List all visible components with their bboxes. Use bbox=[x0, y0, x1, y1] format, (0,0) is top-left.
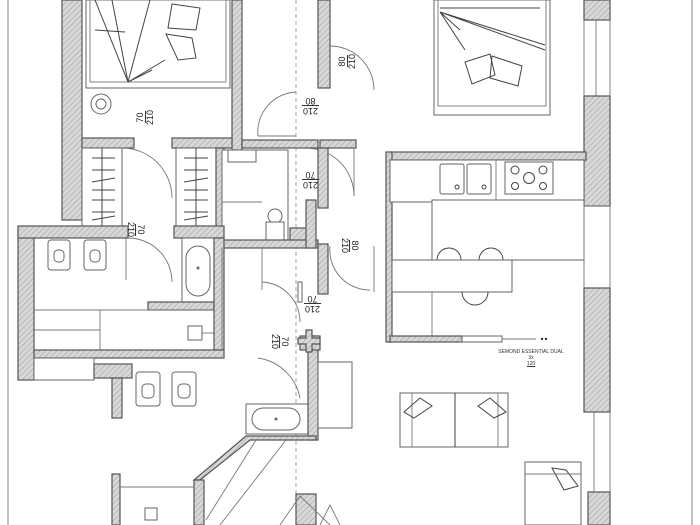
door-width: 80 bbox=[305, 96, 316, 106]
wall-corridor-east-top bbox=[317, 0, 331, 89]
shower-drain-icon bbox=[267, 208, 283, 224]
wardrobes bbox=[81, 137, 233, 229]
wall-kitchen-south bbox=[389, 335, 463, 343]
cushion-icon bbox=[551, 467, 579, 491]
door-height: 210 bbox=[302, 105, 320, 116]
column-cross bbox=[297, 329, 321, 353]
door-dimension-corridor-mid: 210 70 bbox=[302, 170, 320, 190]
radiator-note-line1: SEMOND ESSENTIAL DUAL 3x bbox=[498, 349, 564, 361]
door-dimension-bedroom2: 210 80 bbox=[302, 96, 320, 116]
door-dimension-bath2: 70 210 bbox=[270, 333, 291, 350]
wall-exterior-right-2 bbox=[583, 95, 611, 207]
radiator-note-line2: 120 bbox=[526, 361, 536, 367]
door-height: 210 bbox=[304, 303, 322, 314]
pillow-icon bbox=[165, 33, 197, 61]
utility-sink-icon bbox=[144, 507, 158, 521]
pillow-icon bbox=[464, 53, 496, 85]
armchair bbox=[524, 461, 582, 525]
breakfast-bar bbox=[391, 259, 513, 293]
door-dimension-bedroom1: 70 210 bbox=[135, 109, 156, 126]
wall-central-south bbox=[221, 239, 319, 249]
double-bed-left bbox=[85, 0, 231, 89]
door-width: 70 bbox=[305, 170, 316, 180]
bedroom-right bbox=[433, 0, 611, 207]
bathtub-icon bbox=[185, 245, 211, 297]
double-bed-right bbox=[433, 0, 551, 116]
sofa-3-seat bbox=[399, 392, 509, 448]
wall-exterior-right-4 bbox=[587, 491, 611, 525]
radiator-note: SEMOND ESSENTIAL DUAL 3x 120 bbox=[498, 349, 564, 367]
door-height: 210 bbox=[302, 179, 320, 190]
cushion-icon bbox=[403, 397, 433, 419]
door-swing-corridor-top bbox=[257, 91, 297, 137]
door-swing-corridor-low bbox=[261, 281, 301, 323]
utility-sink-icon bbox=[187, 325, 203, 341]
door-dimension-corridor-low: 210 70 bbox=[304, 294, 322, 314]
stool-icon bbox=[461, 291, 489, 306]
door-dimension-corridor-top: 80 210 bbox=[337, 53, 358, 70]
stool-icon bbox=[436, 247, 462, 261]
door-swing-bedroom-right bbox=[329, 45, 375, 91]
sink-bowl-left bbox=[439, 163, 465, 195]
stool-icon bbox=[478, 247, 504, 261]
door-dimension-kitchen: 80 210 bbox=[340, 237, 361, 254]
wall-corridor-west-top bbox=[231, 0, 243, 151]
door-width: 70 bbox=[135, 223, 147, 236]
door-swing-wardrobe bbox=[121, 147, 173, 199]
bathroom-1 bbox=[17, 225, 225, 381]
door-swing-bath1 bbox=[127, 237, 173, 283]
sink-bowl-right bbox=[466, 163, 492, 195]
bedroom-left bbox=[61, 0, 231, 221]
door-width: 70 bbox=[307, 294, 318, 304]
door-dimension-bath1: 70 210 bbox=[126, 221, 147, 238]
wall-exterior-right-3 bbox=[583, 287, 611, 413]
kitchen bbox=[385, 151, 611, 525]
door-width: 70 bbox=[279, 335, 291, 348]
wall-kitchen-north bbox=[389, 151, 587, 161]
door-height: 210 bbox=[340, 237, 351, 254]
living-room bbox=[279, 361, 582, 525]
door-height: 210 bbox=[347, 53, 358, 70]
door-swing-kitchen bbox=[329, 245, 371, 291]
door-swing-mid bbox=[305, 147, 355, 197]
wall-bedroom-left-west bbox=[61, 0, 83, 221]
pillow-icon bbox=[167, 3, 201, 31]
wall-kitchen-west bbox=[385, 151, 393, 343]
door-width: 80 bbox=[349, 239, 361, 252]
bathroom-2 bbox=[93, 335, 319, 525]
wall-bath1-west bbox=[17, 227, 35, 381]
door-height: 210 bbox=[126, 221, 137, 238]
door-height: 210 bbox=[145, 109, 156, 126]
tv-unit bbox=[317, 361, 353, 429]
door-height: 210 bbox=[270, 333, 281, 350]
wall-exterior-right-1 bbox=[583, 0, 611, 21]
diagonal-wall bbox=[192, 435, 317, 481]
cushion-icon bbox=[477, 397, 507, 419]
central-bath-block bbox=[221, 149, 319, 249]
wall-bath1-south bbox=[33, 349, 225, 359]
pillow-icon bbox=[489, 55, 523, 87]
towel-rail-icon bbox=[227, 149, 257, 163]
kitchen-island bbox=[431, 199, 585, 261]
